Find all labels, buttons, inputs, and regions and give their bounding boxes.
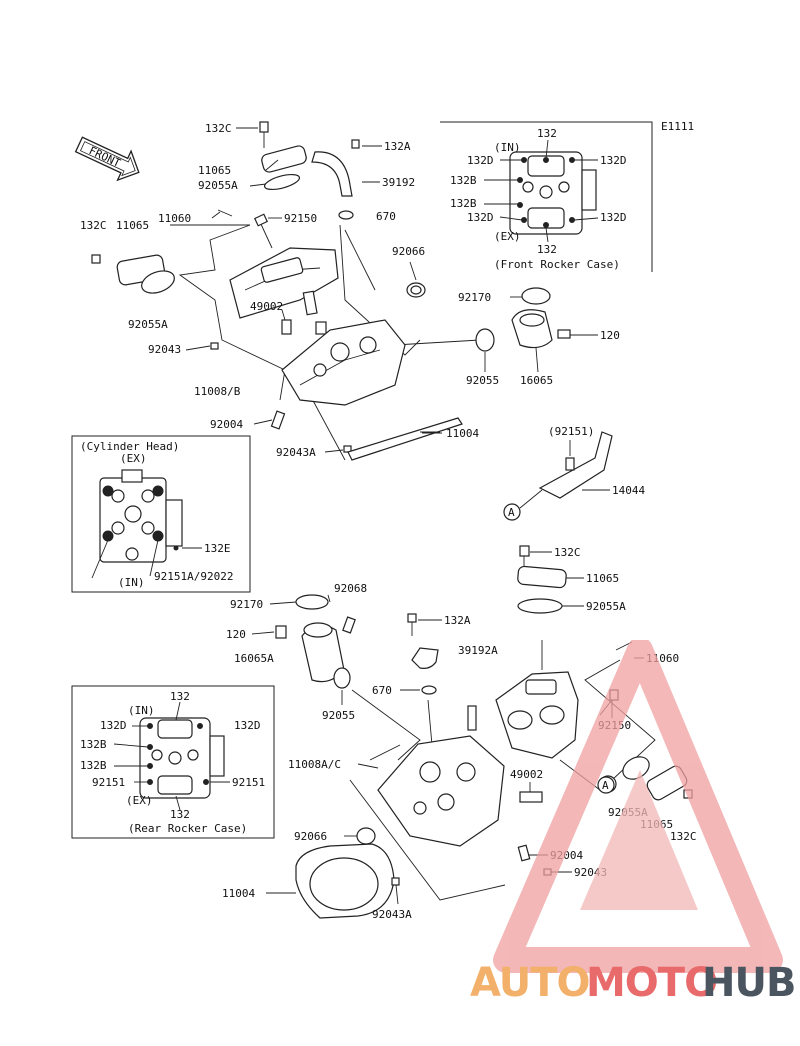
front-rocker-l4: 132D xyxy=(467,211,494,224)
label-49002-a: 49002 xyxy=(250,300,283,313)
rear-rocker-l4: 92151 xyxy=(92,776,125,789)
front-rocker-r1: 132D xyxy=(600,154,627,167)
label-120-a: 120 xyxy=(600,329,620,342)
label-11065-b: 11065 xyxy=(116,219,149,232)
rear-rocker-in: (IN) xyxy=(128,704,155,717)
front-cylinder-assembly: 132C 132A 11065 39192 92055A 11060 92150… xyxy=(80,121,620,461)
label-11065-a: 11065 xyxy=(198,164,231,177)
label-92043-b: 92043 xyxy=(574,866,607,879)
rear-rocker-bottom: 132 xyxy=(170,808,190,821)
label-132A-b: 132A xyxy=(444,614,471,627)
rear-cylinder-assembly: 132C 11065 92068 92170 92055A 132A 120 3… xyxy=(222,545,697,921)
label-132C-d: 132C xyxy=(670,830,697,843)
cyl-head-in: (IN) xyxy=(118,576,145,589)
front-rocker-ex: (EX) xyxy=(494,230,521,243)
label-92170-b: 92170 xyxy=(230,598,263,611)
front-rocker-l1: 132D xyxy=(467,154,494,167)
rear-rocker-top: 132 xyxy=(170,690,190,703)
label-132A-a: 132A xyxy=(384,140,411,153)
label-92068: 92068 xyxy=(334,582,367,595)
rear-rocker-r2: 92151 xyxy=(232,776,265,789)
label-92150-a: 92150 xyxy=(284,212,317,225)
front-rocker-in: (IN) xyxy=(494,141,521,154)
cyl-head-132E: 132E xyxy=(204,542,231,555)
label-49002-b: 49002 xyxy=(510,768,543,781)
rear-rocker-title: (Rear Rocker Case) xyxy=(128,822,247,835)
cyl-head-title: (Cylinder Head) xyxy=(80,440,179,453)
rear-rocker-l2: 132B xyxy=(80,738,107,751)
label-92151-bracket: (92151) xyxy=(548,425,594,438)
label-92055A-b: 92055A xyxy=(128,318,168,331)
label-16065: 16065 xyxy=(520,374,553,387)
cyl-head-92151: 92151A/92022 xyxy=(154,570,233,583)
front-rocker-title: (Front Rocker Case) xyxy=(494,258,620,271)
label-14044: 14044 xyxy=(612,484,645,497)
front-rocker-top: 132 xyxy=(537,127,557,140)
label-92043-a: 92043 xyxy=(148,343,181,356)
label-92170-a: 92170 xyxy=(458,291,491,304)
label-92150-b: 92150 xyxy=(598,719,631,732)
cyl-head-ex: (EX) xyxy=(120,452,147,465)
rear-rocker-r1: 132D xyxy=(234,719,261,732)
label-92043A-a: 92043A xyxy=(276,446,316,459)
front-rocker-l3: 132B xyxy=(450,197,477,210)
label-16065A: 16065A xyxy=(234,652,274,665)
diagram-code: E1111 xyxy=(661,120,694,133)
label-120-b: 120 xyxy=(226,628,246,641)
rear-rocker-l1: 132D xyxy=(100,719,127,732)
label-92004-a: 92004 xyxy=(210,418,243,431)
front-rocker-case-group: 132 (IN) 132D 132B 132B 132D 132D 132D (… xyxy=(440,121,653,272)
rear-rocker-case-box: 132 (IN) 132D 132D 132B 132B 92151 92151… xyxy=(71,685,275,839)
label-92066-a: 92066 xyxy=(392,245,425,258)
label-A-a: A xyxy=(508,506,515,519)
label-11060-a: 11060 xyxy=(158,212,191,225)
label-670-b: 670 xyxy=(372,684,392,697)
rear-rocker-l3: 132B xyxy=(80,759,107,772)
front-rocker-bottom: 132 xyxy=(537,243,557,256)
bracket-14044-group: (92151) 14044 A xyxy=(503,425,645,521)
label-11004-b: 11004 xyxy=(222,887,255,900)
label-92055A-c: 92055A xyxy=(586,600,626,613)
label-92055A-a: 92055A xyxy=(198,179,238,192)
label-39192A: 39192A xyxy=(458,644,498,657)
label-670-a: 670 xyxy=(376,210,396,223)
label-11004-a: 11004 xyxy=(446,427,479,440)
label-92055-a: 92055 xyxy=(466,374,499,387)
front-arrow-icon: FRONT xyxy=(74,136,140,182)
rear-rocker-ex: (EX) xyxy=(126,794,153,807)
label-11065-d: 11065 xyxy=(640,818,673,831)
label-132C-a: 132C xyxy=(205,122,232,135)
label-92066-b: 92066 xyxy=(294,830,327,843)
label-132C-c: 132C xyxy=(554,546,581,559)
label-11060-b: 11060 xyxy=(646,652,679,665)
label-11008AC: 11008A/C xyxy=(288,758,341,771)
cylinder-head-box: (Cylinder Head) (EX) 132E (IN) 92151A/92… xyxy=(71,435,251,593)
label-11008B: 11008/B xyxy=(194,385,241,398)
label-39192: 39192 xyxy=(382,176,415,189)
front-rocker-r2: 132D xyxy=(600,211,627,224)
label-11065-c: 11065 xyxy=(586,572,619,585)
front-rocker-l2: 132B xyxy=(450,174,477,187)
label-132C-b: 132C xyxy=(80,219,107,232)
label-92055-b: 92055 xyxy=(322,709,355,722)
label-A-b: A xyxy=(602,779,609,792)
label-92043A-b: 92043A xyxy=(372,908,412,921)
label-92004-b: 92004 xyxy=(550,849,583,862)
